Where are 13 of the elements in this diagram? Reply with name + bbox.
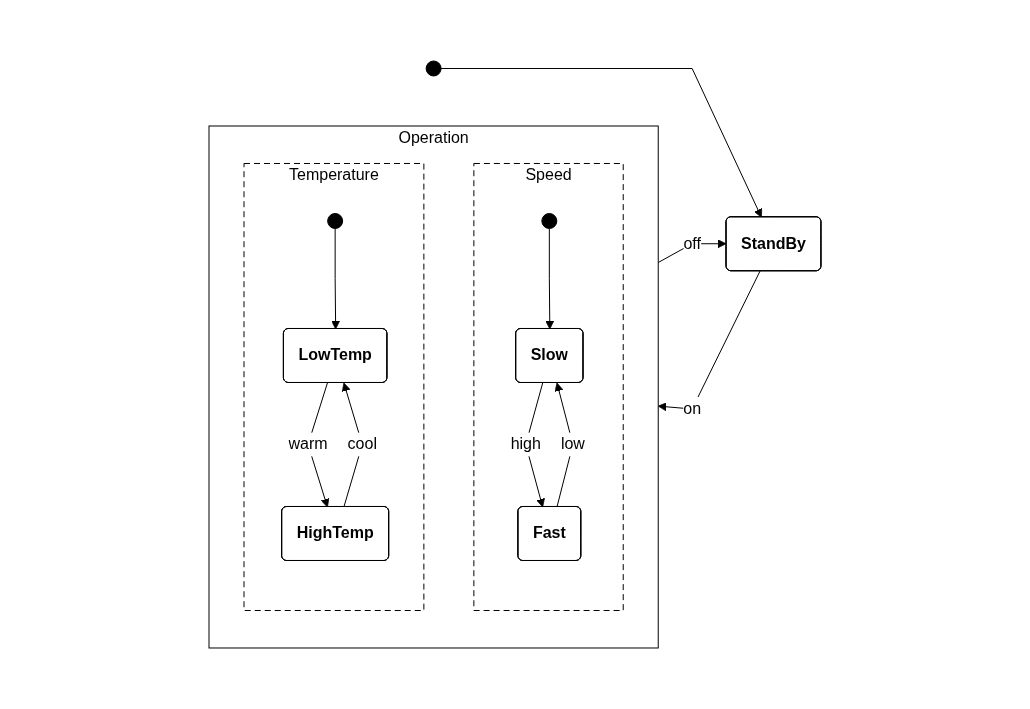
edge-label: cool — [347, 435, 377, 453]
edge-label: high — [510, 435, 541, 453]
arrow — [545, 228, 555, 330]
arrow — [440, 68, 763, 218]
edge-label: warm — [288, 435, 328, 453]
edge-label: off — [683, 234, 701, 252]
arrow — [331, 228, 340, 330]
edge-label: on — [683, 399, 702, 417]
arrow — [657, 270, 761, 412]
node-circle — [541, 213, 558, 229]
node-circle — [425, 60, 442, 77]
edge-label: low — [560, 435, 585, 453]
node-circle — [327, 213, 344, 229]
